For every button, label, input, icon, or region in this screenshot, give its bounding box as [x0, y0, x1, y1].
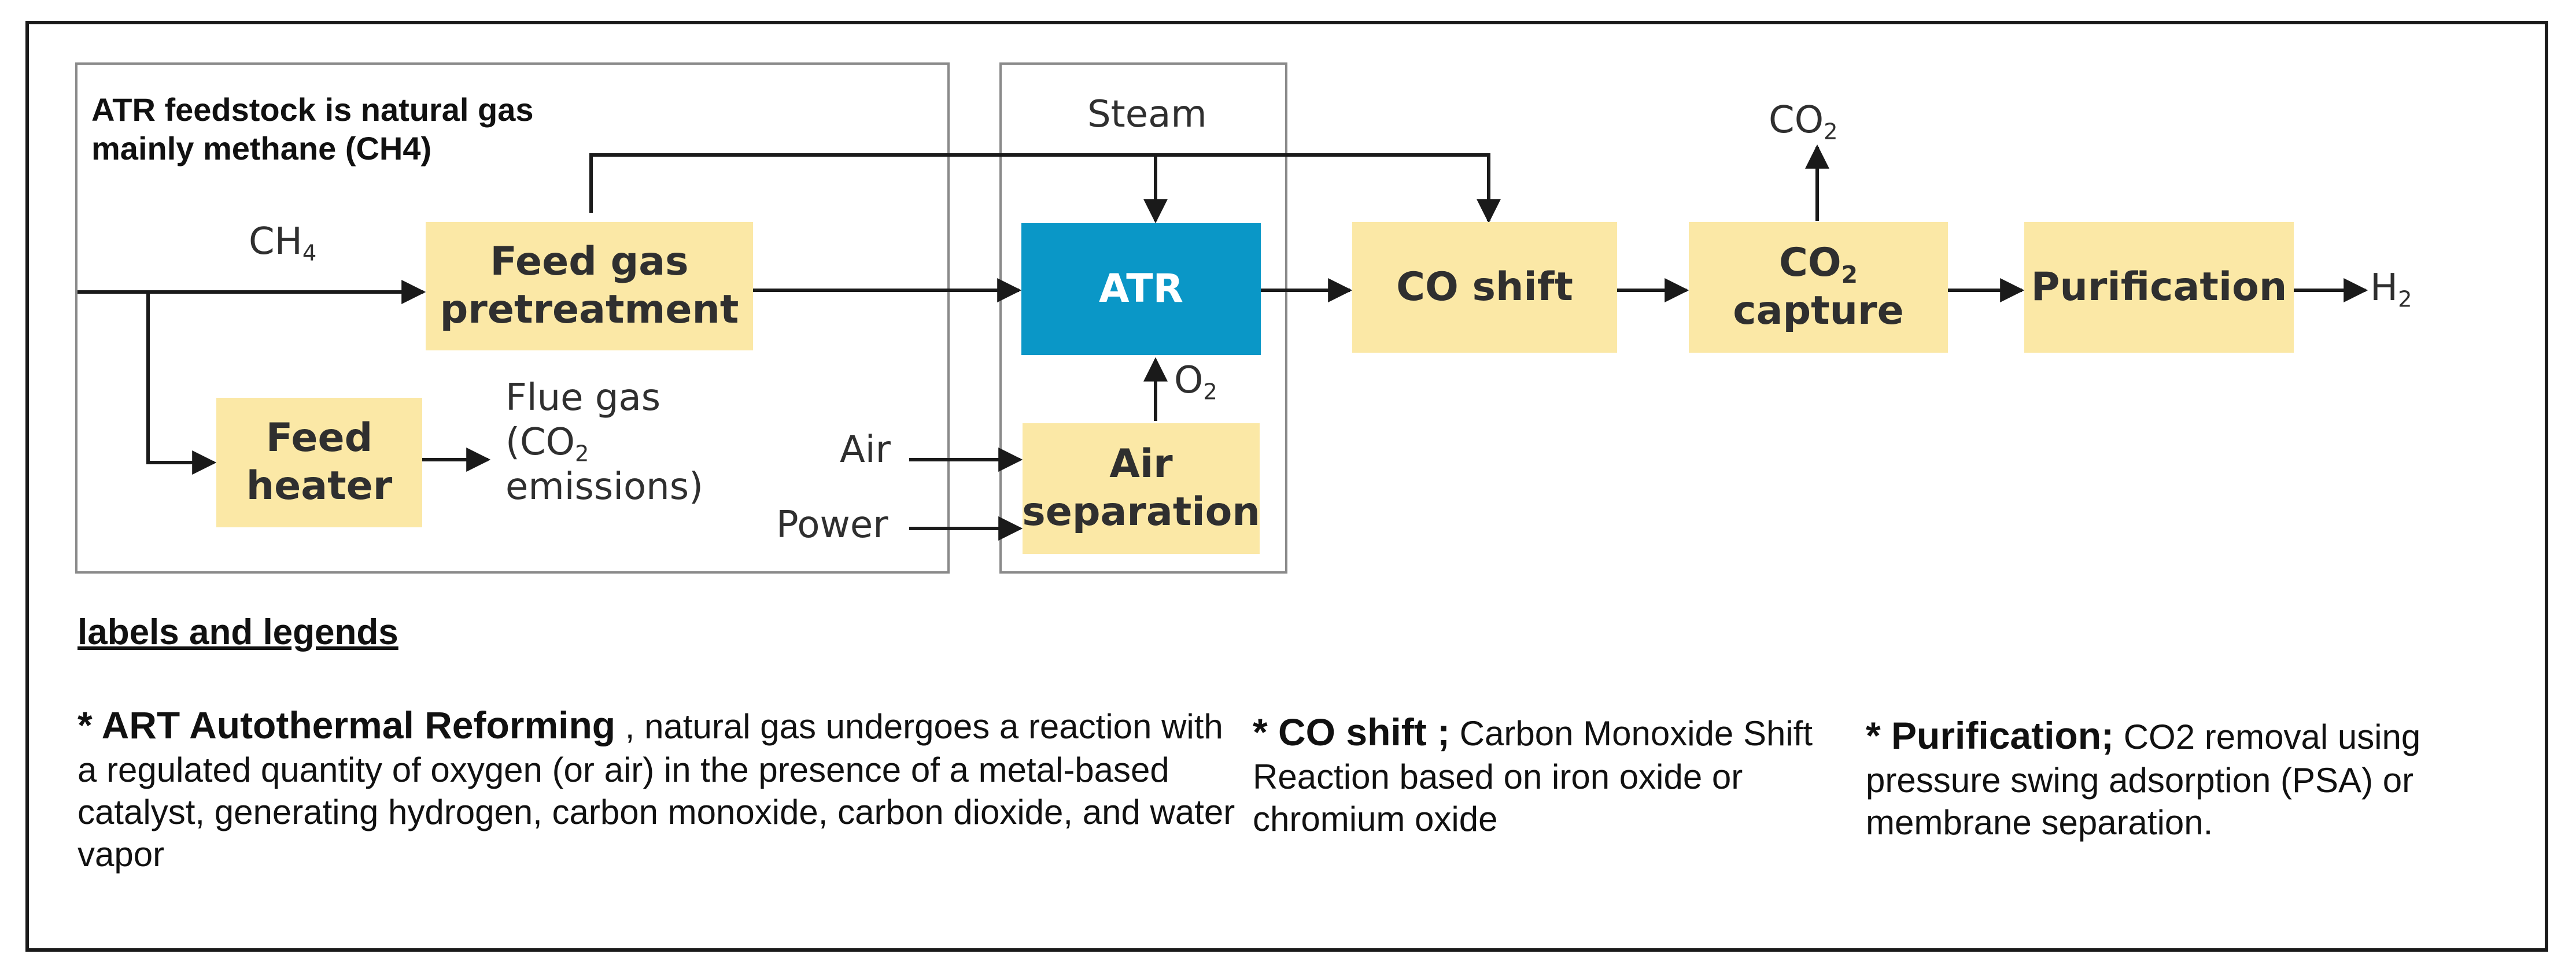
co2-capture-box: CO2 capture — [1689, 222, 1948, 353]
feed-heater-label-1: Feed — [265, 415, 373, 461]
ch4-label: CH4 — [249, 220, 317, 267]
feed-heater-label-2: heater — [246, 463, 393, 509]
arrow-to-feed-heater — [146, 292, 217, 475]
legend-purification: * Purification; CO2 removal using pressu… — [1866, 712, 2514, 844]
legend-atr: * ART Autothermal Reforming , natural ga… — [77, 702, 1240, 875]
co2-capture-label-2: capture — [1733, 288, 1904, 334]
feed-gas-label-2: pretreatment — [440, 287, 739, 332]
co-shift-label: CO shift — [1396, 264, 1573, 310]
legend-purification-text: CO2 removal using pressure swing adsorpt… — [1866, 718, 2421, 842]
co2-capture-label-sub: 2 — [1841, 261, 1858, 289]
steam-line — [589, 153, 1501, 224]
air-separation-label-1: Air — [1109, 441, 1173, 487]
atr-box: ATR — [1021, 223, 1261, 355]
legend-co-shift: * CO shift ; Carbon Monoxide Shift React… — [1253, 709, 1848, 840]
legend-purification-term: * Purification; — [1866, 714, 2114, 757]
steam-label: Steam — [1087, 93, 1207, 136]
legend-atr-text: , natural gas undergoes a reaction with … — [77, 707, 1235, 874]
legend-atr-term: * ART Autothermal Reforming — [77, 704, 616, 746]
air-label: Air — [840, 428, 891, 471]
atr-label: ATR — [1098, 265, 1184, 312]
feedstock-note: ATR feedstock is natural gas mainly meth… — [91, 91, 534, 167]
co-shift-box: CO shift — [1352, 222, 1617, 353]
legend-co-shift-term: * CO shift ; — [1253, 711, 1450, 753]
co2-output-label: CO2 — [1769, 99, 1838, 145]
o2-label: O2 — [1174, 359, 1217, 405]
purification-label: Purification — [2031, 264, 2287, 310]
flue-gas-label: Flue gas (CO2 emissions) — [505, 376, 703, 508]
power-label: Power — [776, 504, 888, 546]
legend-co-shift-text: Carbon Monoxide Shift Reaction based on … — [1253, 714, 1813, 838]
h2-label: H2 — [2370, 267, 2412, 313]
legend-title: labels and legends — [77, 612, 398, 652]
figure-frame — [25, 21, 2548, 952]
air-separation-label-2: separation — [1022, 489, 1260, 535]
co2-capture-label-main: CO — [1778, 240, 1841, 286]
feed-gas-label-1: Feed gas — [490, 239, 689, 285]
purification-box: Purification — [2024, 222, 2294, 353]
